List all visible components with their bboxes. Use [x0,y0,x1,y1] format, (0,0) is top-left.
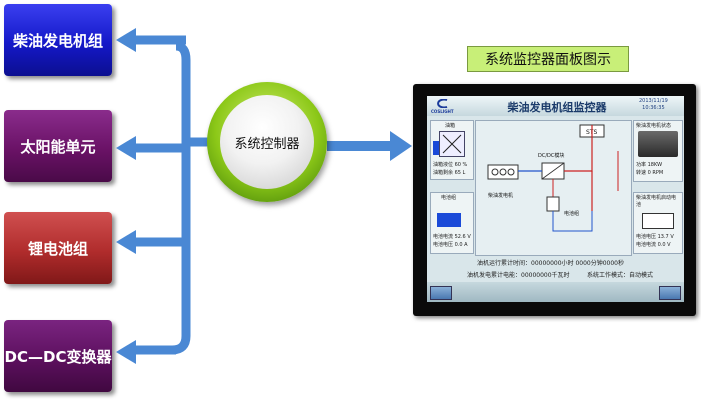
screen-date: 2013/11/19 [639,98,668,104]
lithium-battery-box: 锂电池组 [4,212,112,284]
oil-level-bar [433,141,439,155]
solar-unit-label: 太阳能单元 [20,137,96,156]
controller-label: 系统控制器 [234,136,300,152]
oil-remaining-label: 油箱剩余 65 L [433,170,466,176]
battery-level-bar [437,213,461,227]
logo-icon [437,99,448,108]
arrowhead-lithium [116,230,136,254]
oil-tank-panel: 油箱 油箱液位 60 % 油箱剩余 65 L [430,120,474,180]
dcdc-label: DC/DC模块 [538,152,564,159]
screen-time: 10:36:35 [642,105,665,111]
battery-panel: 电池组 电池电流 52.6 V 电池电压 0.0 A [430,192,474,254]
genset-speed: 转速 0 RPM [636,170,664,176]
starter-battery-icon [642,213,674,229]
diesel-generator-label: 柴油发电机组 [12,31,103,50]
starter-battery-panel: 柴油发电机启动电池 电池电压 13.7 V 电池电流 0.0 V [633,192,683,254]
monitor-caption: 系统监控器面板图示 [467,46,629,72]
genset-power: 功率 18KW [636,162,663,168]
oil-level-label: 油箱液位 60 % [433,162,468,168]
lithium-battery-label: 锂电池组 [27,239,88,258]
logo-text: COSLIGHT [431,109,454,114]
starter-battery-title: 柴油发电机启动电池 [636,195,677,208]
genset-status-panel: 柴油发电机状态 功率 18KW 转速 0 RPM [633,120,683,182]
controller-face: 系统控制器 [220,95,314,189]
starter-battery-voltage: 电池电压 13.7 V [636,234,674,240]
screen-title-bar [427,96,684,116]
oil-tank-title: 油箱 [445,123,456,129]
starter-battery-current: 电池电流 0.0 V [636,242,671,248]
battery-voltage: 电池电压 0.0 A [433,242,468,248]
genset-block [487,164,519,180]
dcdc-converter-label: DC—DC变换器 [4,347,112,366]
arrow-trunk [171,41,191,355]
screen-right-button[interactable] [659,286,681,300]
battery-diagram-label: 电池组 [564,210,579,217]
genset-label: 柴油发电机 [488,192,513,199]
coslight-logo: COSLIGHT [431,99,454,114]
screen-heading: 柴油发电机组监控器 [507,101,607,114]
arrowhead-solar [116,136,136,160]
battery-title: 电池组 [441,195,457,201]
arrowhead-monitor [390,131,412,161]
diesel-generator-box: 柴油发电机组 [4,4,112,76]
solar-unit-box: 太阳能单元 [4,110,112,182]
genset-status-title: 柴油发电机状态 [636,123,672,129]
battery-block [546,196,560,212]
runtime-line: 油机运行累计时间：00000000小时 0000分钟0000秒 [477,260,624,267]
monitor-caption-text: 系统监控器面板图示 [485,52,611,68]
screen-bottom-bar [427,282,684,302]
arrowhead-dcdc [116,340,136,364]
screen-left-button[interactable] [430,286,452,300]
mode-line: 系统工作模式：自动模式 [587,272,654,279]
dcdc-converter-box: DC—DC变换器 [4,320,112,392]
oil-gauge-icon [439,131,465,157]
system-controller: 系统控制器 [207,82,327,202]
system-diagram-panel: STS DC/DC模块 柴油发电机 电池组 [475,120,632,256]
arrowhead-diesel [116,28,136,52]
genset-photo [638,131,678,157]
system-diagram: STS DC/DC模块 柴油发电机 电池组 [487,124,619,232]
energy-line: 油机发电累计电能：00000000千瓦时 [467,272,570,279]
battery-current: 电池电流 52.6 V [433,234,471,240]
